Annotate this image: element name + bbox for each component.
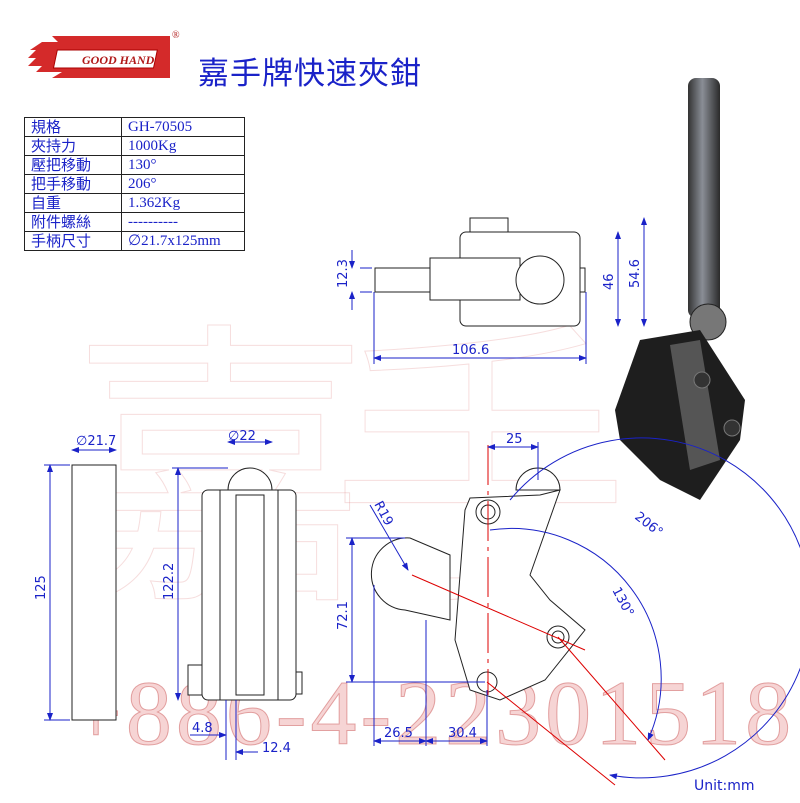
dim-top-total: 54.6 bbox=[628, 259, 643, 288]
dim-side-height: 72.1 bbox=[336, 601, 351, 630]
dim-handle-dia: ∅21.7 bbox=[76, 434, 116, 449]
dim-front-w2: 12.4 bbox=[262, 741, 291, 756]
page-title: 嘉手牌快速夾鉗 bbox=[198, 56, 422, 92]
dim-top-height: 12.3 bbox=[336, 259, 351, 288]
logo-text: GOOD HAND bbox=[82, 53, 155, 67]
table-row: 手柄尺寸∅21.7x125mm bbox=[24, 231, 245, 251]
dim-handle-len: 125 bbox=[34, 575, 49, 600]
side-view: 25 R19 206° 130° 72.1 26.5 30.4 bbox=[336, 432, 800, 786]
good-hand-logo: GOOD HAND ® bbox=[22, 28, 187, 93]
dim-top-length: 106.6 bbox=[452, 343, 489, 358]
product-3d-render bbox=[615, 78, 745, 500]
spec-label: 壓把移動 bbox=[24, 155, 122, 175]
handle-view: ∅21.7 125 bbox=[34, 434, 117, 721]
dim-side-w2: 30.4 bbox=[448, 726, 477, 741]
spec-value: ∅21.7x125mm bbox=[121, 231, 245, 251]
dim-angle-handle: 206° bbox=[632, 509, 666, 540]
front-view: ∅22 122.2 4.8 12.4 bbox=[162, 429, 303, 760]
registered-mark: ® bbox=[172, 30, 180, 41]
table-row: 附件螺絲---------- bbox=[24, 212, 245, 232]
dim-front-w1: 4.8 bbox=[192, 721, 213, 736]
dim-front-height: 122.2 bbox=[162, 563, 177, 600]
spec-value: ---------- bbox=[121, 212, 245, 232]
spec-label: 夾持力 bbox=[24, 136, 122, 156]
dim-radius: R19 bbox=[370, 499, 395, 529]
dim-side-offset: 25 bbox=[506, 432, 523, 447]
spec-label: 把手移動 bbox=[24, 174, 122, 194]
dim-side-w1: 26.5 bbox=[384, 726, 413, 741]
spec-label: 手柄尺寸 bbox=[24, 231, 122, 251]
unit-label: Unit:mm bbox=[694, 778, 755, 794]
dim-knob-dia: ∅22 bbox=[228, 429, 256, 444]
top-view bbox=[374, 217, 586, 327]
dim-top-body: 46 bbox=[602, 273, 617, 290]
